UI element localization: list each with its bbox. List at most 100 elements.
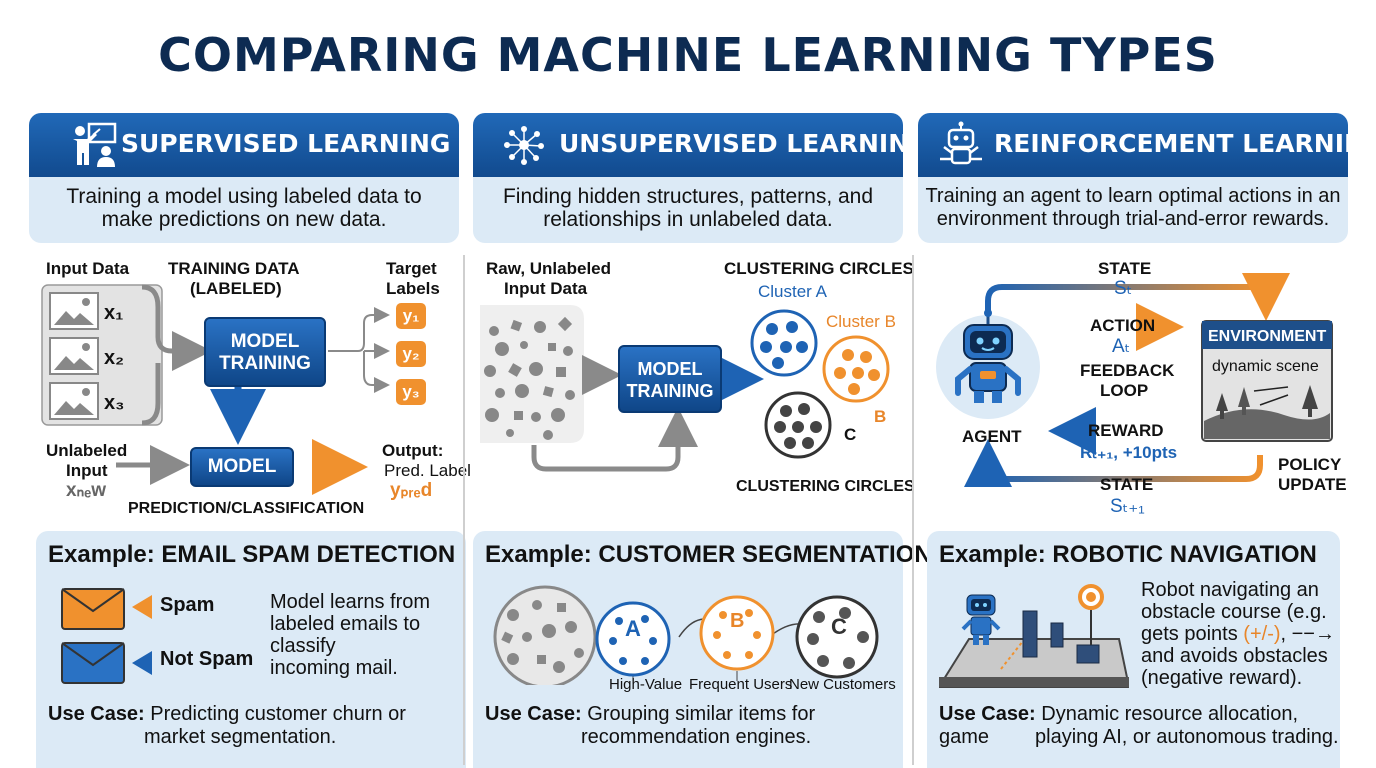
state-bottom-label: STATE [1100,475,1154,494]
segment-a-label: A [625,616,641,641]
new-customers-label: New Customers [789,676,896,693]
target-label: Target [386,259,437,278]
frequent-users-label: Frequent Users [689,676,793,693]
agent-label: AGENT [962,427,1022,446]
supervised-description: Training a model using labeled data to m… [29,177,459,243]
column-divider [463,255,465,765]
column-divider [912,255,914,765]
reinforcement-diagram: STATE Sₜ ACTION Aₜ FEEDBACK LOOP ENVIRON… [920,255,1360,525]
use-case: Use Case: Predicting customer churn or m… [48,703,458,749]
raw-data-label: Raw, Unlabeled [486,259,612,278]
unsupervised-description: Finding hidden structures, patterns, and… [473,177,903,243]
use-case-label: Use Case: [939,703,1036,725]
use-case-label: Use Case: [48,703,145,725]
use-case: Use Case: Grouping similar items for rec… [485,703,895,749]
teacher-icon [69,121,119,169]
training-data-sublabel: (LABELED) [190,279,282,298]
use-case-text: market segmentation. [144,726,337,748]
environment-label: ENVIRONMENT [1208,328,1327,345]
high-value-label: High-Value [609,676,683,693]
cluster-c [764,391,832,459]
prediction-label: PREDICTION/CLASSIFICATION [128,500,365,517]
raw-data-shapes [484,316,575,440]
unlabeled-sublabel: Input [66,461,108,480]
text-line: labeled emails to [270,613,421,635]
text-line: classify [270,635,336,657]
use-case-text: game [939,726,990,748]
policy-label: POLICY [1278,455,1342,474]
box-text: TRAINING [626,381,714,401]
example-title: Example: CUSTOMER SEGMENTATION [485,541,932,568]
feedback-label: FEEDBACK [1080,361,1175,380]
loop-label: LOOP [1100,381,1149,400]
a-t-label: Aₜ [1112,336,1131,357]
use-case-text: Dynamic resource allocation, [1035,703,1299,725]
model-training-box: MODEL TRAINING [204,317,326,387]
state-top-label: STATE [1098,259,1152,278]
x-new-label: xₙₑw [66,480,107,501]
update-label: UPDATE [1278,475,1347,494]
segmentation-graphic [493,585,879,685]
description-line: Training an agent to learn optimal actio… [925,185,1341,207]
y1-badge: y₁ [396,303,426,329]
image-icon [49,337,99,375]
robot-icon [936,121,986,169]
unsupervised-diagram: Raw, Unlabeled Input Data CLUSTERING CIR… [474,255,915,525]
small-robot-icon [961,594,1001,645]
unsupervised-example: Example: CUSTOMER SEGMENTATION A B C Hig… [473,531,932,768]
input-data-label: Input Data [46,259,130,278]
image-icon [49,292,99,330]
box-text: MODEL [637,359,703,379]
agent-robot-icon [955,309,1021,403]
unsupervised-title: UNSUPERVISED LEARNING [559,129,930,158]
cluster-a [750,309,818,377]
s-t-label: Sₜ [1114,278,1133,299]
example-title: Example: EMAIL SPAM DETECTION [48,541,456,568]
model-training-box: MODEL TRAINING [618,345,722,413]
training-data-label: TRAINING DATA [168,259,300,278]
cluster-b [822,335,890,403]
page-title: COMPARING MACHINE LEARNING TYPES [158,28,1218,82]
description-line: make predictions on new data. [101,208,387,231]
use-case-text: recommendation engines. [581,726,812,748]
supervised-example: Example: EMAIL SPAM DETECTION Spam Not S… [36,531,466,768]
text-line: Model learns from [270,591,431,613]
not-spam-label: Not Spam [160,648,254,670]
raw-data-sublabel: Input Data [504,279,588,298]
x3-label: x₃ [104,392,125,414]
reward-value: Rₜ₊₁, +10pts [1080,443,1178,462]
text-line: incoming mail. [270,657,398,679]
b-label: B [874,407,887,426]
reinforcement-title: REINFORCEMENT LEARNING [994,129,1376,158]
reinforcement-description: Training an agent to learn optimal actio… [918,177,1348,243]
action-label: ACTION [1090,316,1156,335]
box-text: MODEL [230,331,300,352]
unsupervised-header: UNSUPERVISED LEARNING [473,113,930,177]
x1-label: x₁ [104,302,124,324]
use-case-label: Use Case: [485,703,582,725]
text-fragment: gets points [1141,623,1244,645]
cluster-a-label: Cluster A [758,282,827,301]
network-icon [499,121,549,169]
example-title: Example: ROBOTIC NAVIGATION [939,541,1317,568]
use-case-text: Predicting customer churn or [144,703,406,725]
description-line: relationships in unlabeled data. [543,208,833,231]
use-case-text: Grouping similar items for [581,703,816,725]
c-label: C [844,425,857,444]
text-line: Robot navigating an [1141,579,1319,601]
y2-badge: y₂ [396,341,426,367]
model-box: MODEL [190,447,294,487]
pointer-arrows [132,595,152,675]
obstacle-course-graphic [939,584,1129,688]
dynamic-scene-label: dynamic scene [1212,358,1319,375]
y-pred-label: yₚᵣₑd [390,480,433,501]
text-line: obstacle course (e.g. [1141,601,1327,623]
segment-c-label: C [831,614,847,639]
points-highlight: (+/-) [1243,623,1281,645]
description-line: environment through trial-and-error rewa… [936,208,1330,230]
target-sublabel: Labels [386,279,440,298]
text-line: and avoids obstacles [1141,645,1328,667]
box-text: TRAINING [219,353,311,374]
clustering-top-label: CLUSTERING CIRCLES [724,259,914,278]
supervised-header: SUPERVISED LEARNING [29,113,459,177]
